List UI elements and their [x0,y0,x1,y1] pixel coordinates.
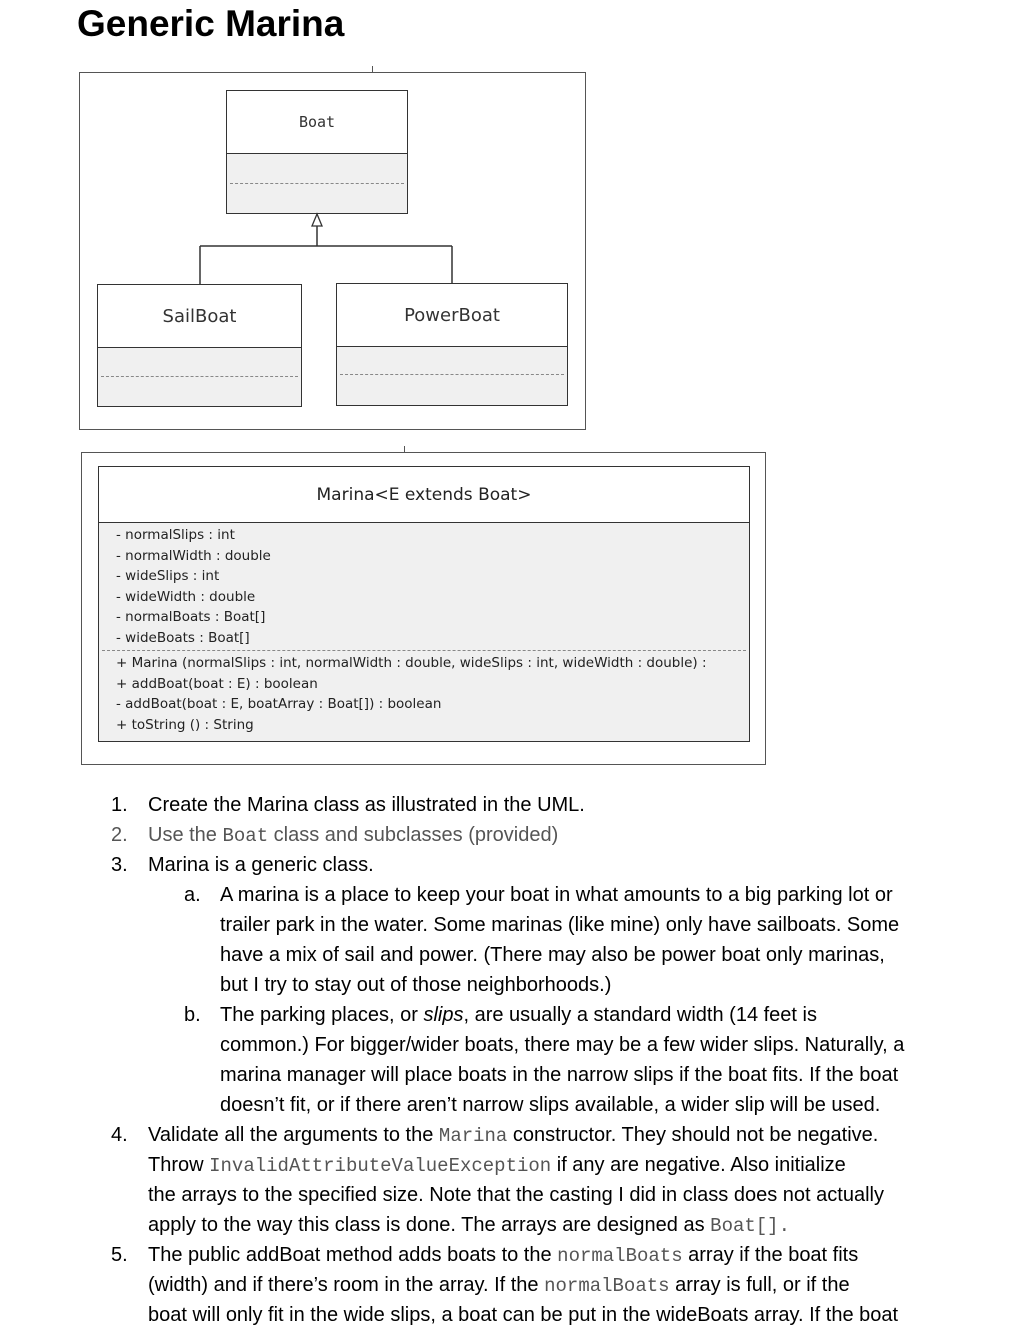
inheritance-arrow [199,212,453,284]
attribute: - wideBoats : Boat[] [116,629,250,646]
list-letter: a. [184,884,201,906]
list-number: 5. [111,1244,128,1266]
list-letter: b. [184,1004,201,1026]
boat-class-box: Boat [226,90,408,214]
text-line: (width) and if there’s room in the array… [148,1274,850,1297]
method: - addBoat(boat : E, boatArray : Boat[]) … [116,696,442,713]
text-line: but I try to stay out of those neighborh… [220,974,612,996]
attribute: - wideSlips : int [116,568,220,585]
divider [340,374,564,375]
method: + Marina (normalSlips : int, normalWidth… [116,655,707,671]
diagram-frame [79,72,586,430]
text-line: marina manager will place boats in the n… [220,1064,899,1086]
divider [102,650,746,651]
text-line: Validate all the arguments to the Marina… [148,1124,879,1147]
text-line: boat will only fit in the wide slips, a … [148,1304,899,1326]
text-line: The public addBoat method adds boats to … [148,1244,859,1267]
text-line: Throw InvalidAttributeValueException if … [148,1154,846,1177]
list-text: Marina is a generic class. [148,854,374,876]
marina-class-name: Marina<E extends Boat> [99,467,749,523]
attribute: - normalSlips : int [116,527,235,543]
text-line: the arrays to the specified size. Note t… [148,1184,884,1206]
method: + addBoat(boat : E) : boolean [116,675,318,692]
list-number: 4. [111,1124,128,1146]
attribute: - normalBoats : Boat[] [116,609,266,626]
text-line: have a mix of sail and power. (There may… [220,944,885,966]
text-line: The parking places, or slips, are usuall… [220,1004,817,1026]
list-text: Create the Marina class as illustrated i… [148,794,585,816]
list-number: 3. [111,854,128,876]
text-line: doesn’t fit, or if there aren’t narrow s… [220,1094,881,1116]
method-list: + Marina (normalSlips : int, normalWidth… [116,653,707,735]
text-line: apply to the way this class is done. The… [148,1214,790,1237]
attribute: - wideWidth : double [116,588,256,605]
sailboat-class-box: SailBoat [97,284,302,407]
attribute-list: - normalSlips : int - normalWidth : doub… [116,525,271,649]
powerboat-class-box: PowerBoat [336,283,568,406]
text-line: A marina is a place to keep your boat in… [220,884,893,906]
list-number: 1. [111,794,128,816]
diagram-frame [81,452,766,765]
frame-tick [372,66,373,72]
frame-tick [404,446,405,452]
marina-class-box: Marina<E extends Boat> - normalSlips : i… [98,466,750,742]
method: + toString () : String [116,716,254,733]
text-line: common.) For bigger/wider boats, there m… [220,1034,905,1056]
attribute: - normalWidth : double [116,547,271,564]
divider [101,376,298,377]
list-number: 2. [111,824,128,846]
page-title: Generic Marina [77,3,345,44]
boat-class-name: Boat [227,91,407,154]
text-line: trailer park in the water. Some marinas … [220,914,900,936]
divider [230,183,404,184]
list-text: Use the Boat class and subclasses (provi… [148,824,559,847]
sailboat-class-name: SailBoat [98,285,301,348]
powerboat-class-name: PowerBoat [337,284,567,347]
